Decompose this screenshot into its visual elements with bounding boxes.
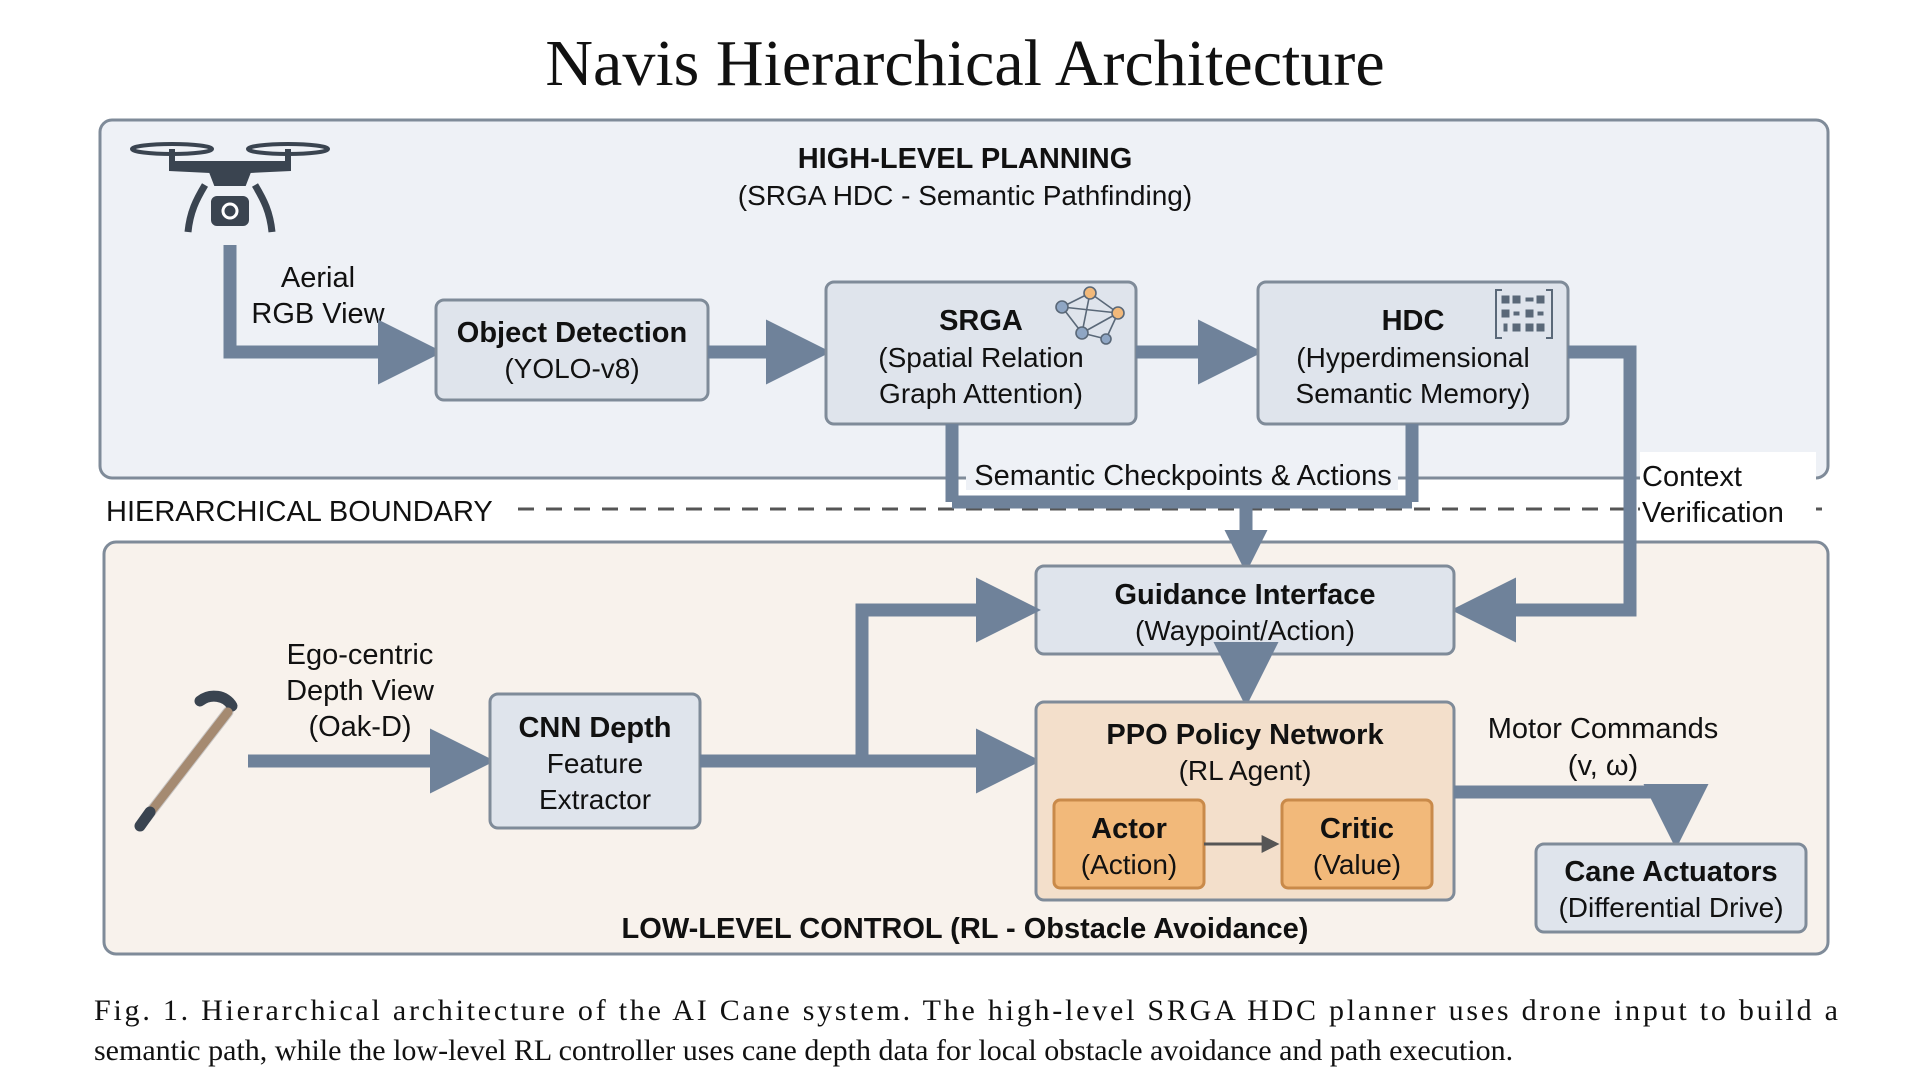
hdc-line2: Semantic Memory): [1296, 378, 1531, 409]
hdc-title: HDC: [1382, 305, 1445, 337]
context-verification-label-line1: Context: [1642, 461, 1742, 493]
guidance-interface-box: Guidance Interface (Waypoint/Action): [1034, 564, 1456, 656]
arrow-drone-to-detection: [223, 245, 443, 385]
object-detection-sub: (YOLO-v8): [504, 353, 639, 384]
motor-commands-label-line1: Motor Commands: [1488, 713, 1718, 745]
hierarchical-boundary-label: HIERARCHICAL BOUNDARY: [106, 496, 493, 528]
cnn-line3: Extractor: [539, 784, 651, 815]
srga-title: SRGA: [939, 305, 1023, 337]
semantic-checkpoints-label: Semantic Checkpoints & Actions: [974, 460, 1391, 492]
ego-label-line2: Depth View: [286, 675, 435, 707]
figure-caption-line2: semantic path, while the low-level RL co…: [94, 1034, 1513, 1067]
ego-label-line1: Ego-centric: [287, 639, 434, 671]
ppo-title: PPO Policy Network: [1106, 719, 1384, 751]
srga-line2: Graph Attention): [879, 378, 1083, 409]
hypervector-grid-icon: [1495, 289, 1553, 339]
low-level-heading: LOW-LEVEL CONTROL (RL - Obstacle Avoidan…: [622, 913, 1309, 945]
actor-box: Actor (Action): [1052, 798, 1206, 890]
hdc-box: HDC (Hyperdimensional Semantic Memory): [1256, 280, 1570, 426]
high-level-subheading: (SRGA HDC - Semantic Pathfinding): [738, 180, 1192, 211]
arrow-ppo-to-actuators: [1454, 784, 1709, 849]
motor-commands-label-line2: (v, ω): [1568, 750, 1638, 782]
guidance-sub: (Waypoint/Action): [1135, 615, 1355, 646]
drone-icon: [130, 142, 330, 233]
ego-label-line3: (Oak-D): [308, 711, 411, 743]
cnn-line2: Feature: [547, 748, 644, 779]
cane-actuators-box: Cane Actuators (Differential Drive): [1534, 842, 1808, 934]
high-level-heading: HIGH-LEVEL PLANNING: [798, 143, 1133, 175]
actuators-sub: (Differential Drive): [1558, 892, 1783, 923]
object-detection-box: Object Detection (YOLO-v8): [434, 298, 710, 402]
actuators-title: Cane Actuators: [1564, 856, 1777, 888]
critic-box: Critic (Value): [1280, 798, 1434, 890]
hdc-line1: (Hyperdimensional: [1296, 342, 1529, 373]
context-verification-label-line2: Verification: [1642, 497, 1784, 529]
arrow-cnn-to-guidance: [855, 577, 1041, 761]
actor-title: Actor: [1091, 813, 1167, 845]
ppo-sub: (RL Agent): [1179, 755, 1312, 786]
critic-sub: (Value): [1313, 849, 1401, 880]
cane-icon: [134, 690, 238, 832]
critic-title: Critic: [1320, 813, 1394, 845]
cnn-depth-box: CNN Depth Feature Extractor: [488, 692, 702, 830]
cnn-line1: CNN Depth: [518, 712, 671, 744]
aerial-view-label-line2: RGB View: [251, 298, 385, 330]
object-detection-title: Object Detection: [457, 317, 687, 349]
diagram-title: Navis Hierarchical Architecture: [545, 27, 1384, 100]
srga-box: SRGA (Spatial Relation Graph Attention): [824, 280, 1138, 426]
guidance-title: Guidance Interface: [1114, 579, 1375, 611]
graph-network-icon: [1055, 286, 1125, 345]
srga-line1: (Spatial Relation: [878, 342, 1083, 373]
aerial-view-label-line1: Aerial: [281, 262, 355, 294]
actor-sub: (Action): [1081, 849, 1177, 880]
figure-caption-line1: Fig. 1. Hierarchical architecture of the…: [94, 994, 1838, 1027]
